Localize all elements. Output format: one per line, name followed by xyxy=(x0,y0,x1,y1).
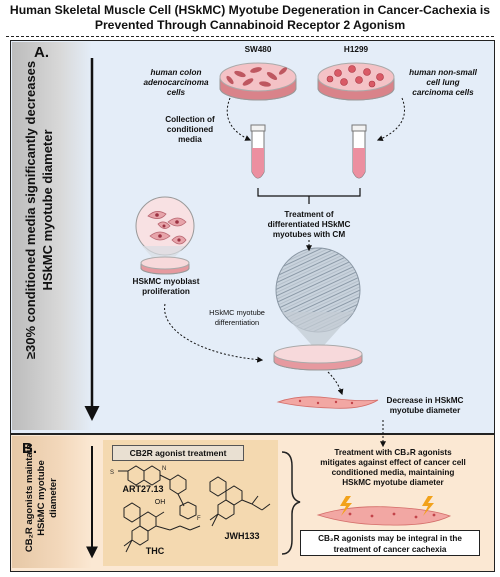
healthy-myotube xyxy=(316,506,452,526)
thin-myotube xyxy=(276,396,379,409)
panel-a-tag: A. xyxy=(34,44,49,61)
agonist-brace xyxy=(281,451,301,555)
sw480-label: SW480 xyxy=(244,45,272,54)
sw480-dish xyxy=(219,62,297,101)
jwh133-label: JWH133 xyxy=(224,531,260,541)
svg-text:F: F xyxy=(197,516,201,522)
arrow-to-tube-1 xyxy=(226,97,252,141)
colon-cells-label: human colon adenocarcinoma cells xyxy=(143,68,209,97)
lung-cells-label: human non-small cell lung carcinoma cell… xyxy=(409,68,477,97)
thc-structure xyxy=(123,502,201,553)
art2713-label: ART27.13 xyxy=(122,484,164,494)
treatment-label: Treatment of differentiated HSkMC myotub… xyxy=(267,210,351,239)
conditioned-media-tube-1 xyxy=(250,124,266,179)
art2713-structure: S N F xyxy=(110,465,201,522)
result-label: Treatment with CB₂R agonists mitigates a… xyxy=(320,448,466,487)
arrow-to-decrease xyxy=(327,371,344,396)
collection-label: Collection of conditioned media xyxy=(165,115,215,144)
h1299-label: H1299 xyxy=(343,45,369,54)
panel-b-tag: B. xyxy=(22,440,37,457)
myoblast-dish xyxy=(140,256,190,275)
integral-box: CB₂R agonists may be integral in the tre… xyxy=(300,530,480,556)
decrease-label: Decrease in HSkMC myotube diameter xyxy=(386,396,464,415)
tube-bracket xyxy=(257,188,361,204)
differentiation-label: HSkMC myotube differentiation xyxy=(209,308,265,327)
protection-bolt-left xyxy=(340,496,352,516)
thc-label: THC xyxy=(145,546,165,556)
agonist-treatment-box: CB2R agonist treatment xyxy=(112,445,244,461)
h1299-dish xyxy=(317,62,395,101)
panel-b-side-strip xyxy=(12,436,92,568)
conditioned-media-tube-2 xyxy=(351,124,367,179)
svg-text:S: S xyxy=(110,470,114,476)
myotube-dish xyxy=(273,344,363,371)
protection-bolt-right xyxy=(422,496,434,516)
title-divider xyxy=(6,36,494,37)
svg-text:N: N xyxy=(162,466,166,472)
jwh133-structure xyxy=(209,476,271,527)
arrow-to-tube-2 xyxy=(376,97,405,142)
title-line-1: Human Skeletal Muscle Cell (HSkMC) Myotu… xyxy=(9,3,491,17)
title-line-2: Prevented Through Cannabinoid Receptor 2… xyxy=(94,18,406,32)
panel-a-side-strip xyxy=(12,42,92,430)
thc-oh-label: OH xyxy=(154,499,166,506)
figure-title: Human Skeletal Muscle Cell (HSkMC) Myotu… xyxy=(0,3,500,33)
myotube-zoom xyxy=(275,247,361,352)
arrow-to-myotube xyxy=(164,303,264,363)
proliferation-label: HSkMC myoblast proliferation xyxy=(132,277,200,296)
